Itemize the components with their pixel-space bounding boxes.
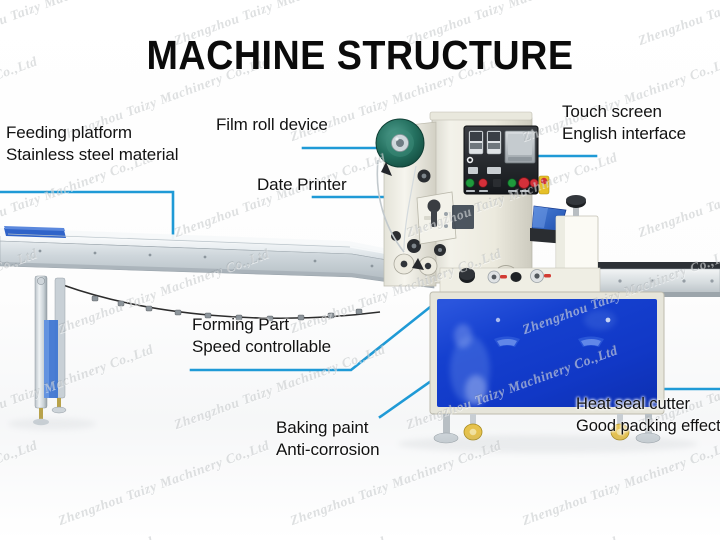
adjust-knob[interactable]	[566, 195, 586, 216]
callout-feeding-platform-line2: Stainless steel material	[6, 145, 179, 165]
callout-feeding-platform-line1: Feeding platform	[6, 123, 132, 142]
date-printer-unit	[416, 191, 457, 245]
callout-touch-screen-line1: Touch screen	[562, 102, 662, 121]
callout-forming-part-line1: Forming Part	[192, 315, 290, 334]
feeding-conveyor	[0, 226, 436, 426]
callout-film-roll-device-line1: Film roll device	[216, 115, 328, 134]
callout-heat-seal-cutter-line1: Heat seal cutter	[576, 395, 690, 413]
lower-rollers	[393, 253, 438, 276]
blue-access-panel	[429, 291, 665, 415]
callout-baking-paint-line2: Anti-corrosion	[276, 440, 380, 460]
callout-film-roll-device: Film roll device	[216, 114, 328, 136]
callout-forming-part-line2: Speed controllable	[192, 337, 332, 357]
front-knob-row[interactable]	[439, 265, 601, 295]
callout-date-printer: Date Printer	[257, 174, 347, 196]
callout-touch-screen-line2: English interface	[562, 124, 686, 144]
machine-main-body	[8, 111, 720, 453]
emergency-stop[interactable]	[538, 175, 550, 195]
callout-baking-paint: Baking paint Anti-corrosion	[276, 417, 380, 462]
callout-feeding-platform: Feeding platform Stainless steel materia…	[6, 122, 179, 167]
callout-forming-part: Forming Part Speed controllable	[192, 314, 331, 359]
callout-touch-screen: Touch screen English interface	[562, 101, 686, 146]
callout-heat-seal-cutter-line2: Good packing effect	[576, 416, 720, 435]
control-panel[interactable]	[463, 125, 539, 195]
panel-buttons[interactable]	[465, 177, 539, 189]
callout-date-printer-line1: Date Printer	[257, 175, 347, 194]
page-title: MACHINE STRUCTURE	[146, 32, 574, 78]
callout-baking-paint-line1: Baking paint	[276, 418, 369, 437]
panel-handle[interactable]	[578, 336, 604, 348]
callout-heat-seal-cutter: Heat seal cutter Good packing effect	[576, 394, 720, 438]
panel-handle[interactable]	[494, 336, 520, 348]
film-roll	[375, 118, 425, 176]
